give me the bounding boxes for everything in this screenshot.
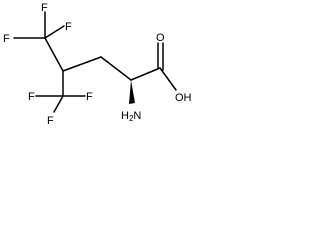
atom-nh2-subscript: 2 (129, 114, 134, 123)
atom-nh2-n: N (133, 110, 141, 122)
atom-f-upper-top: F (41, 2, 48, 14)
molecule-structure: F F F F F F O OH H2N (3, 2, 192, 127)
bond-ch-ch2 (62, 56, 102, 72)
atom-f-upper-right: F (65, 21, 72, 33)
bond-calpha-ccarboxyl (130, 67, 161, 81)
atom-f-lower-left: F (28, 91, 35, 103)
bond-c-oh (159, 67, 177, 91)
atom-f-lower-right: F (86, 91, 93, 103)
bond-cf3a-f-right (44, 25, 65, 39)
bond-cf3b-f-bottom (53, 95, 64, 113)
bond-ch2-calpha (100, 56, 132, 81)
atom-f-upper-left: F (3, 33, 10, 45)
atom-o-carbonyl: O (156, 32, 165, 44)
bond-cf3a-ch (44, 37, 64, 72)
atom-oh: OH (175, 92, 192, 104)
bond-calpha-n-wedge (129, 80, 135, 104)
atom-nh2-h: H (121, 110, 129, 122)
atom-f-lower-bottom: F (47, 115, 54, 127)
atom-nh2: H2N (121, 110, 141, 123)
